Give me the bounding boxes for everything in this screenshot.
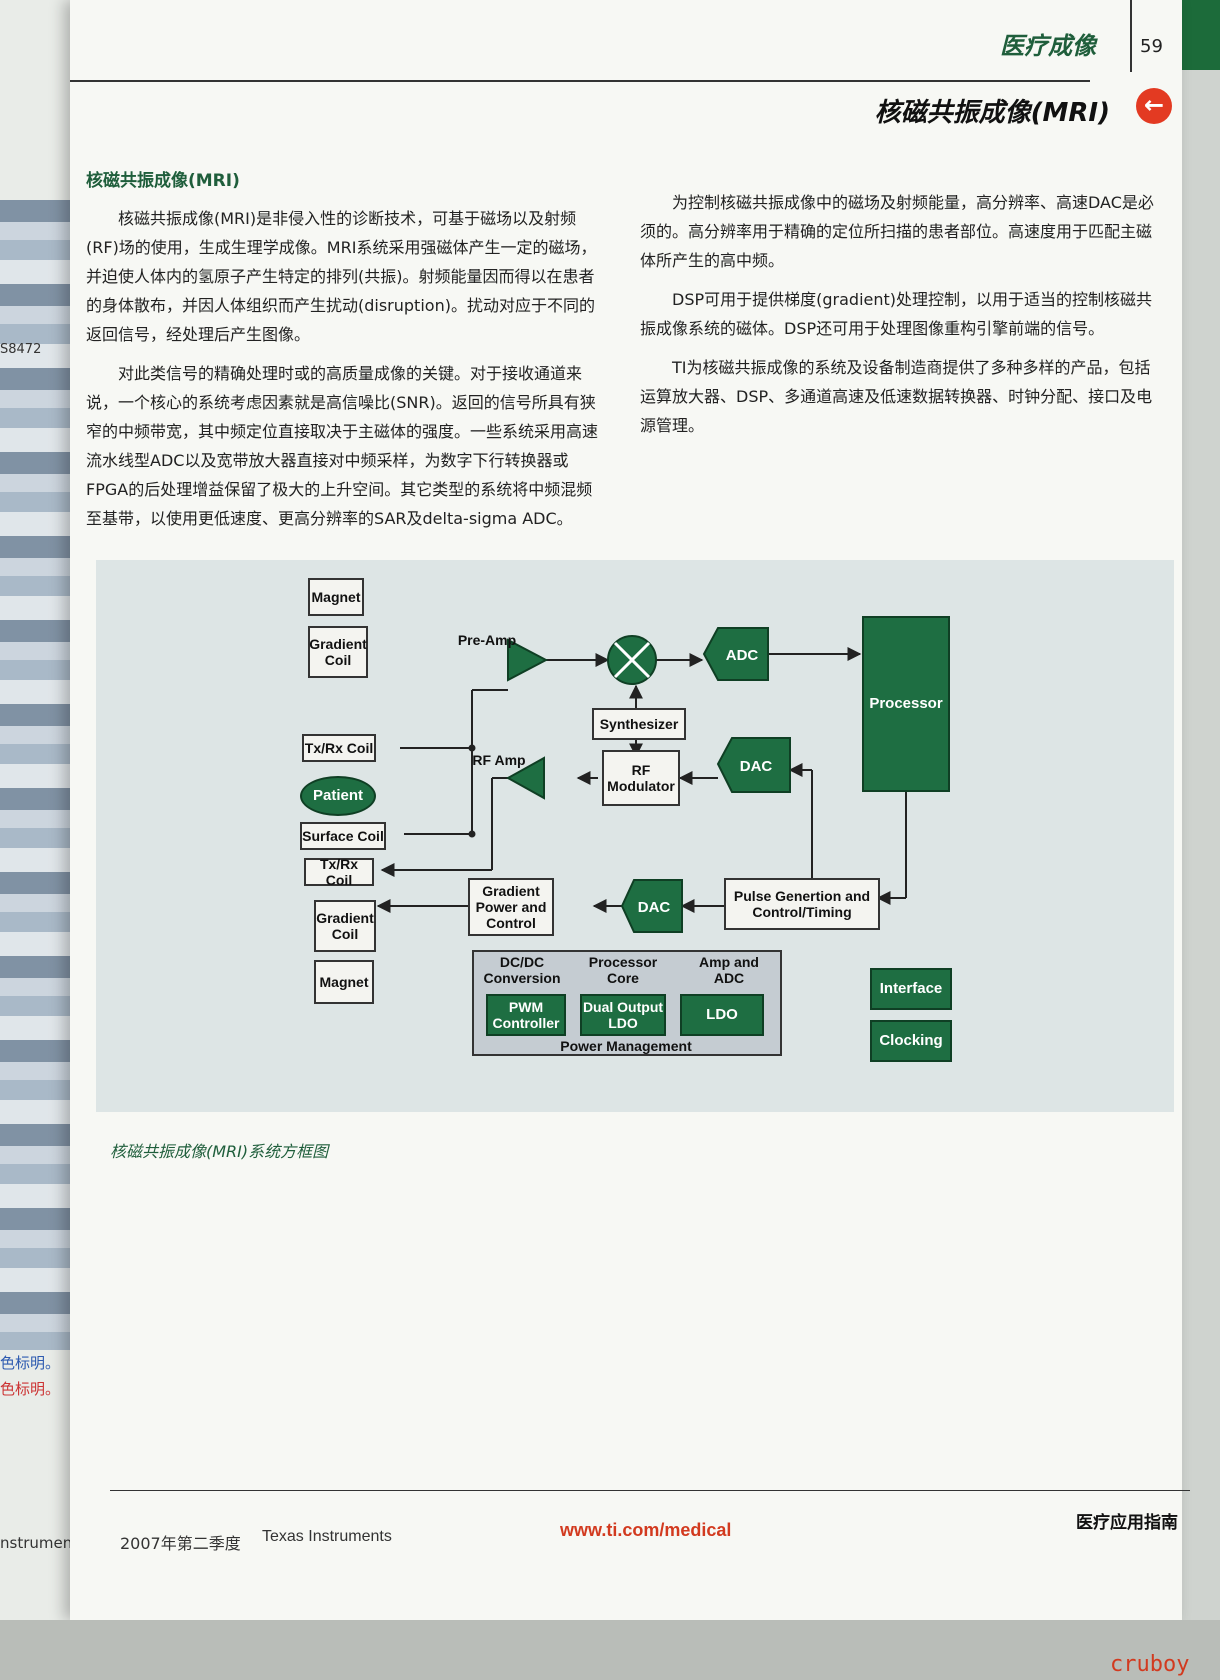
junction-dot <box>468 830 476 838</box>
section-label: 医疗成像 <box>1000 32 1096 60</box>
ldo-box: LDO <box>680 994 764 1036</box>
page-number: 59 <box>1140 36 1163 57</box>
mixer-icon <box>607 635 657 685</box>
junction-dot <box>468 744 476 752</box>
paragraph: TI为核磁共振成像的系统及设备制造商提供了多种多样的产品，包括运算放大器、DSP… <box>640 358 1153 435</box>
previous-page-color-strip <box>0 200 70 1350</box>
dac-top-shape <box>716 737 791 793</box>
mri-block-diagram: ADC DAC DAC Magnet Gradient Coil Tx/Rx C… <box>96 560 1174 1112</box>
footer-guide-title: 医疗应用指南 <box>1076 1513 1178 1533</box>
footer-quarter: 2007年第二季度 <box>120 1534 241 1553</box>
previous-page-fragment-blue: 色标明。 <box>0 1354 61 1372</box>
clocking-box: Clocking <box>870 1020 952 1062</box>
arrow-left-icon[interactable]: ← <box>1136 88 1172 124</box>
previous-page-code: S8472 <box>0 342 42 357</box>
diagram-wires: ADC DAC DAC <box>376 627 907 933</box>
dac-bottom-shape <box>620 879 683 933</box>
previous-page-footer: nstruments <box>0 1534 86 1552</box>
rf-amp-label: RF Amp <box>472 752 526 768</box>
watermark: cruboy <box>1110 1652 1190 1677</box>
rf-modulator-box: RF Modulator <box>602 750 680 806</box>
article-heading: 核磁共振成像(MRI) <box>86 171 240 191</box>
amplifier-triangle-icon <box>505 756 545 800</box>
txrx-coil-bottom-box: Tx/Rx Coil <box>304 856 374 888</box>
header-separator <box>1130 0 1132 72</box>
adc-label: ADC <box>726 647 759 664</box>
magnet-bottom-box: Magnet <box>314 960 374 1004</box>
pre-amp-label: Pre-Amp <box>457 632 517 648</box>
paragraph: 为控制核磁共振成像中的磁场及射频能量，高分辨率、高速DAC是必须的。高分辨率用于… <box>640 193 1154 270</box>
footer-rule <box>110 1490 1190 1491</box>
interface-box: Interface <box>870 968 952 1010</box>
amp-adc-label: Amp and ADC <box>699 954 759 986</box>
gradient-coil-bottom-box: Gradient Coil <box>314 900 376 952</box>
paragraph: 对此类信号的精确处理时或的高质量成像的关键。对于接收通道来说，一个核心的系统考虑… <box>86 364 599 528</box>
adc-shape <box>702 627 769 681</box>
patient-ellipse: Patient <box>300 776 376 816</box>
power-management-label: Power Management <box>560 1038 692 1054</box>
article-right-column: 为控制核磁共振成像中的磁场及射频能量，高分辨率、高速DAC是必须的。高分辨率用于… <box>640 188 1160 450</box>
page-title: 核磁共振成像(MRI) <box>874 98 1110 128</box>
scan-background <box>0 1620 1220 1680</box>
paragraph: DSP可用于提供梯度(gradient)处理控制，以用于适当的控制核磁共振成像系… <box>640 290 1153 338</box>
figure-caption: 核磁共振成像(MRI)系统方框图 <box>110 1142 329 1161</box>
footer-company: Texas Instruments <box>262 1528 392 1545</box>
paragraph: 核磁共振成像(MRI)是非侵入性的诊断技术，可基于磁场以及射频(RF)场的使用，… <box>86 209 597 344</box>
processor-core-label: Processor Core <box>588 954 658 986</box>
gradient-power-box: Gradient Power and Control <box>468 878 554 936</box>
synthesizer-box: Synthesizer <box>592 708 686 740</box>
article-left-column: 核磁共振成像(MRI)是非侵入性的诊断技术，可基于磁场以及射频(RF)场的使用，… <box>86 204 608 543</box>
pwm-controller-box: PWM Controller <box>486 994 566 1036</box>
amplifier-triangle-icon <box>507 638 549 682</box>
dual-ldo-box: Dual Output LDO <box>580 994 666 1036</box>
txrx-coil-top-box: Tx/Rx Coil <box>302 734 376 762</box>
header-rule <box>70 80 1090 82</box>
dac-bottom-label: DAC <box>638 899 671 916</box>
dcdc-label: DC/DC Conversion <box>483 954 561 986</box>
footer-url-link[interactable]: www.ti.com/medical <box>560 1520 732 1540</box>
processor-box: Processor <box>862 616 950 792</box>
magnet-top-box: Magnet <box>308 578 364 616</box>
dac-top-label: DAC <box>740 758 773 775</box>
pulse-generation-box: Pulse Genertion and Control/Timing <box>724 878 880 930</box>
previous-page-fragment-red: 色标明。 <box>0 1380 61 1398</box>
surface-coil-box: Surface Coil <box>300 822 386 850</box>
gradient-coil-top-box: Gradient Coil <box>308 626 368 678</box>
